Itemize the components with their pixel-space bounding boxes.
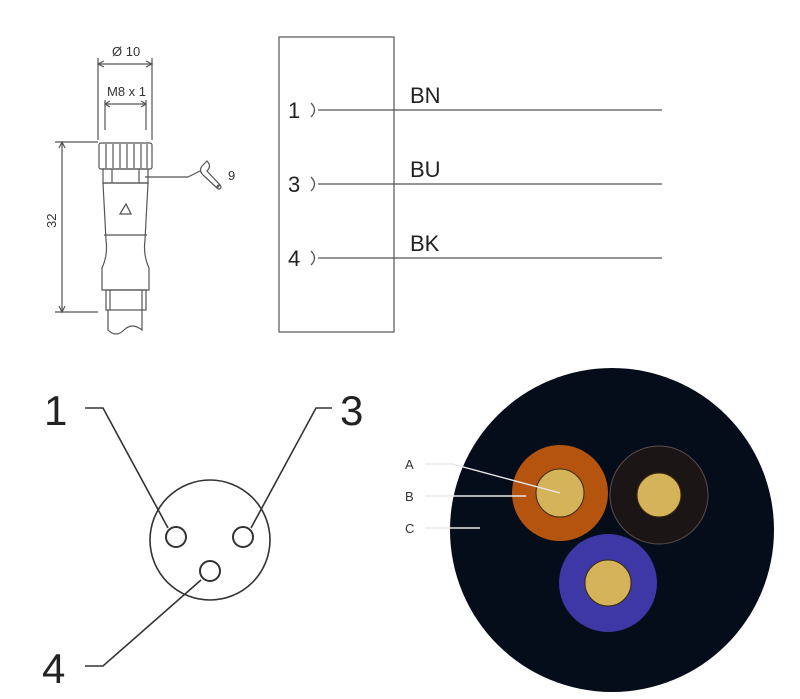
pin-4-leader [85,579,202,667]
pin-1-contact [165,526,187,548]
thread-label: M8 x 1 [107,84,146,99]
wire-1-pin: 1 [288,98,300,123]
pin-1-socket-icon [310,102,316,118]
cable-label-c: C [405,521,414,536]
label-a-leader [425,463,561,494]
black-core-conductor [636,472,682,518]
wiring-diagram: 1 BN 3 BU 4 BK [278,36,662,333]
pinout-label-4: 4 [42,645,65,692]
cable-label-b: B [405,489,414,504]
length-label: 32 [44,214,59,228]
blue-core-conductor [584,559,632,607]
pinout-diagram [85,407,332,667]
pin-3-socket-icon [310,176,316,192]
pin-3-contact [232,526,254,548]
pin-4-contact [199,560,221,582]
pinout-label-1: 1 [44,387,67,434]
wire-3-pin: 3 [288,172,300,197]
pin-1-leader [85,407,169,529]
cable-sheath [450,368,774,692]
connector-drawing [55,58,222,335]
cable-label-a: A [405,457,414,472]
pinout-face [149,479,271,601]
cable-cross-section [425,368,774,692]
diameter-label: Ø 10 [112,44,140,59]
pin-4-socket-icon [310,250,316,266]
wire-4-pin: 4 [288,246,300,271]
pin-3-leader [250,407,332,529]
wrench-icon [199,160,222,190]
wire-4-color: BK [410,231,440,256]
wire-3-color: BU [410,157,441,182]
wire-1-color: BN [410,83,441,108]
wrench-size-label: 9 [228,168,235,183]
pinout-label-3: 3 [340,387,363,434]
